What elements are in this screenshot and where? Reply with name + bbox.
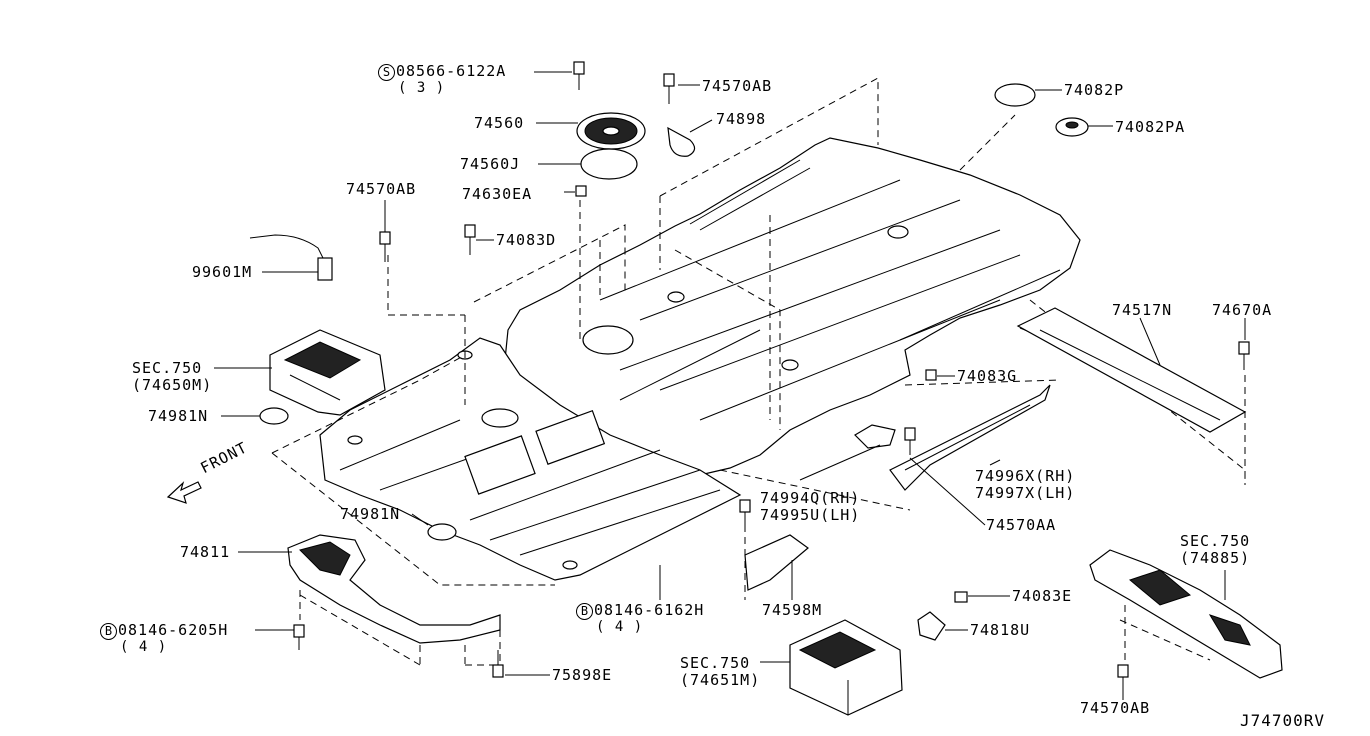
part-number: 08146-6205H [118,621,229,639]
label-74083d: 74083D [496,231,557,249]
bracket-74650m [269,329,386,416]
symbol-b: B [576,603,593,620]
label-74517n: 74517N [1112,301,1173,319]
part-number: 08146-6162H [594,601,705,619]
symbol-s: S [378,64,395,81]
label-sec750-a: SEC.750 [132,359,203,377]
label-74994q: 74994Q(RH) [760,489,861,507]
cover-seal-ring [580,148,638,180]
grommet-74981n-b [427,523,457,541]
label-74570aa: 74570AA [986,516,1057,534]
rear-floor-panel [504,137,1081,476]
label-74570ab-top: 74570AB [702,77,773,95]
label-74082p: 74082P [1064,81,1125,99]
bolts [293,61,1250,692]
label-74570ab-left: 74570AB [346,180,417,198]
label-99601m: 99601M [192,263,253,281]
label-74885: (74885) [1180,549,1251,567]
qty-08146-6205h: ( 4 ) [120,639,168,655]
label-74996x: 74996X(RH) [975,467,1076,485]
service-hole-cover [576,112,646,150]
label-75898e: 75898E [552,666,613,684]
label-74560j: 74560J [460,155,521,173]
plug-74082p [994,83,1036,107]
rear-rail-74517n [1016,307,1247,433]
qty-08146-6162h: ( 4 ) [596,619,644,635]
label-74082pa: 74082PA [1115,118,1186,136]
bracket-74885 [1089,549,1283,679]
label-74083e: 74083E [1012,587,1073,605]
label-sec750-b: SEC.750 [680,654,751,672]
label-74981n-b: 74981N [340,505,401,523]
label-74651m: (74651M) [680,671,761,689]
bracket-74651m [789,619,903,716]
bracket-74994q [854,424,896,449]
label-74818u: 74818U [970,621,1031,639]
label-74650m: (74650M) [132,376,213,394]
bracket-74598m [744,534,809,591]
harness-99601m [249,234,326,263]
part-number: 08566-6122A [396,62,507,80]
label-74630ea: 74630EA [462,185,533,203]
label-74898: 74898 [716,110,767,128]
front-floor-panel [319,337,742,581]
leader-lines [214,71,1246,700]
symbol-b: B [100,623,117,640]
label-74598m: 74598M [762,601,823,619]
label-74670a: 74670A [1212,301,1273,319]
label-sec750-c: SEC.750 [1180,532,1251,550]
label-74995u: 74995U(LH) [760,506,861,524]
crossmember-74811 [287,534,501,644]
side-rail-74996x [889,384,1051,491]
front-arrow-icon [166,481,202,504]
label-74083g: 74083G [957,367,1018,385]
clip-74898 [667,126,696,157]
label-74560: 74560 [474,114,525,132]
qty-08566-6122a: ( 3 ) [398,80,446,96]
bracket-74818u [917,611,946,641]
diagram-reference-code: J74700RV [1240,711,1326,730]
label-74570ab-bottom: 74570AB [1080,699,1151,717]
label-74811: 74811 [180,543,231,561]
grommet-74981n-a [259,407,289,425]
label-74981n-a: 74981N [148,407,209,425]
label-74997x: 74997X(LH) [975,484,1076,502]
